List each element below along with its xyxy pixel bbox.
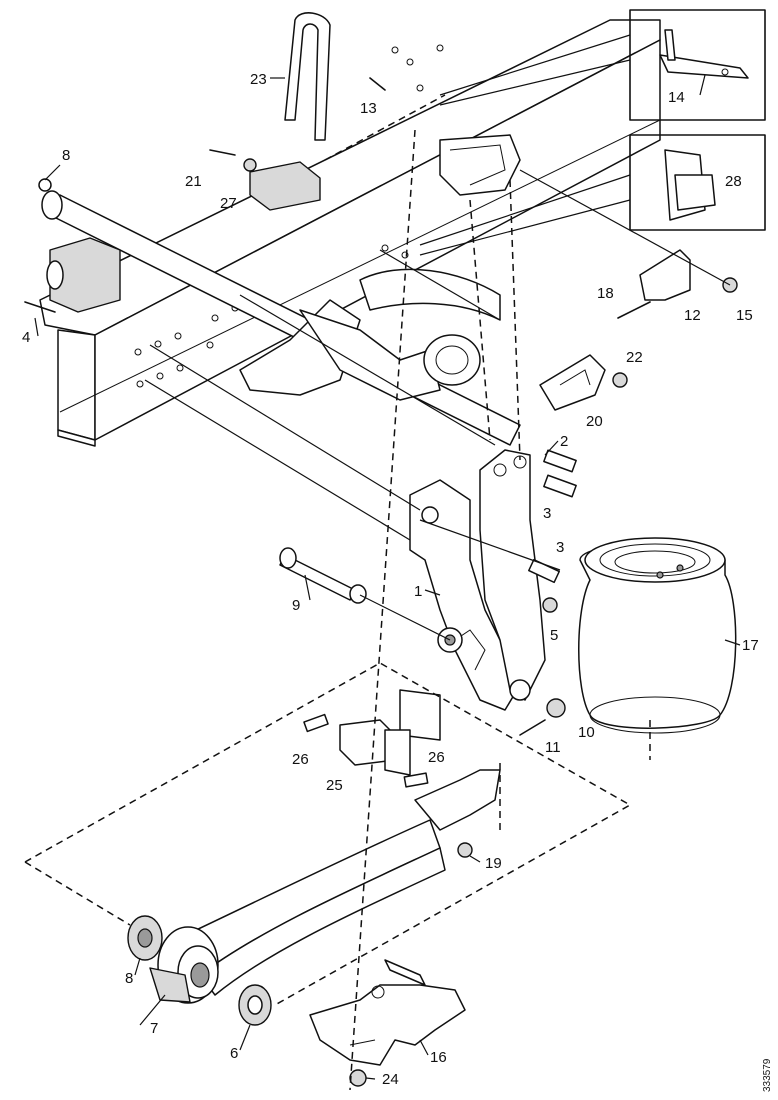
callout-11: 11 [545,739,561,756]
fasteners [24,77,738,1087]
callout-8b: 8 [125,970,133,987]
bushing-8 [127,915,163,961]
callout-15: 15 [736,307,753,324]
bushing-6 [238,984,272,1026]
reference-code: 333579 [762,1058,773,1092]
callout-26a: 26 [292,751,309,768]
callout-16: 16 [430,1049,447,1066]
callout-28: 28 [725,173,742,190]
callout-12: 12 [684,307,701,324]
callout-labels: 1 2 3 3 4 5 6 8 7 8 9 10 11 12 13 14 15 … [22,71,773,1092]
frame-rail [39,19,661,447]
callout-23: 23 [250,71,267,88]
inset-box-28 [629,134,766,231]
callout-25: 25 [326,777,343,794]
callout-20: 20 [586,413,603,430]
hanger-bracket-1 [409,449,546,711]
guide-lines [44,34,731,641]
bracket-12 [639,249,691,301]
dashed-guides [24,94,651,1091]
callout-4: 4 [22,329,30,346]
callout-5: 5 [550,627,558,644]
callout-17: 17 [742,637,759,654]
callout-22: 22 [626,349,643,366]
clamp-block-25 [339,689,441,776]
callout-18: 18 [597,285,614,302]
callout-19: 19 [485,855,502,872]
callout-3b: 3 [556,539,564,556]
axle-seat-16 [309,959,466,1066]
callout-14: 14 [668,89,685,106]
callout-26b: 26 [428,749,445,766]
callout-9: 9 [292,597,300,614]
inset-box-14 [629,9,766,121]
callout-8a: 8 [62,147,70,164]
trailing-arm-7 [149,769,501,1004]
callout-3a: 3 [543,505,551,522]
callout-24: 24 [382,1071,399,1088]
callout-10: 10 [578,724,595,741]
air-spring-17 [578,537,737,734]
callout-27: 27 [220,195,237,212]
callout-2: 2 [560,433,568,450]
stabilizer-bracket-assembly [239,134,521,401]
callout-1: 1 [414,583,422,600]
callout-21: 21 [185,173,202,190]
callout-leaders [34,74,741,1080]
bracket-20 [539,354,606,411]
callout-6a: 6 [230,1045,238,1062]
callout-13: 13 [360,100,377,117]
u-bolt-23 [284,12,331,141]
callout-7: 7 [150,1020,158,1037]
bolt-9 [279,547,367,604]
